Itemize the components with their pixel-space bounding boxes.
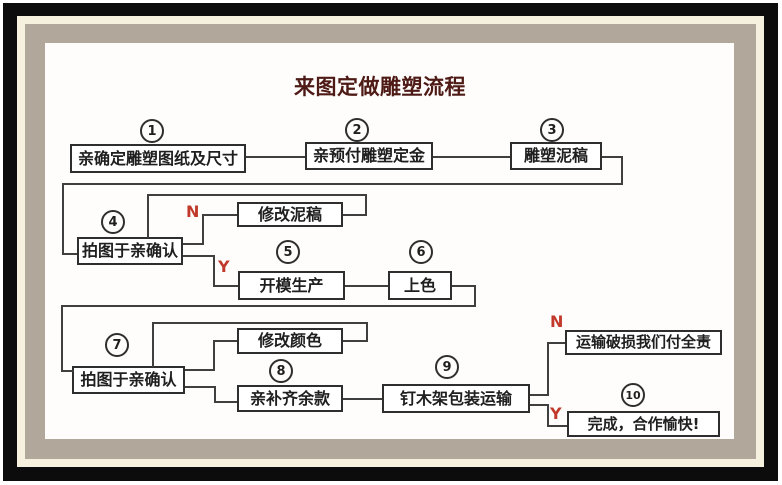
connector bbox=[343, 214, 367, 216]
step-number-2: 2 bbox=[345, 118, 369, 142]
connector bbox=[213, 255, 215, 287]
connector bbox=[183, 255, 215, 257]
connector bbox=[61, 370, 74, 372]
step-number-5: 5 bbox=[276, 240, 300, 264]
connector bbox=[202, 214, 204, 245]
step-number-1: 1 bbox=[140, 119, 164, 143]
connector bbox=[213, 340, 237, 342]
connector bbox=[61, 305, 476, 307]
connector bbox=[474, 285, 476, 307]
flow-node-revise-clay: 修改泥稿 bbox=[237, 202, 343, 227]
connector bbox=[183, 243, 204, 245]
connector bbox=[246, 156, 305, 158]
flow-node-coloring: 上色 bbox=[388, 271, 452, 300]
diagram-title: 来图定做雕塑流程 bbox=[294, 75, 466, 99]
connector bbox=[147, 194, 367, 196]
flow-node-pay-deposit: 亲预付雕塑定金 bbox=[305, 142, 433, 170]
flow-node-mold-production: 开模生产 bbox=[238, 271, 345, 300]
flow-node-complete: 完成，合作愉快! bbox=[567, 411, 720, 437]
flow-node-pay-balance: 亲补齐余款 bbox=[237, 385, 343, 412]
flow-node-revise-color: 修改颜色 bbox=[237, 328, 343, 354]
connector bbox=[366, 322, 368, 342]
connector bbox=[547, 404, 549, 427]
step-number-6: 6 bbox=[409, 240, 433, 264]
connector bbox=[547, 342, 549, 396]
flow-node-packing-shipping: 钉木架包装运输 bbox=[382, 384, 530, 413]
connector bbox=[61, 305, 63, 372]
step-number-4: 4 bbox=[101, 210, 125, 234]
flow-node-confirm-drawing: 亲确定雕塑图纸及尺寸 bbox=[70, 144, 246, 173]
connector bbox=[214, 401, 237, 403]
connector bbox=[602, 156, 623, 158]
connector bbox=[147, 194, 149, 238]
connector bbox=[345, 285, 388, 287]
connector bbox=[62, 183, 64, 255]
flow-node-shipping-damage: 运输破损我们付全责 bbox=[565, 330, 722, 355]
branch-label-y1: Y bbox=[218, 257, 230, 276]
branch-label-y2: Y bbox=[550, 404, 562, 423]
connector bbox=[621, 156, 623, 185]
connector bbox=[433, 156, 510, 158]
step-number-3: 3 bbox=[540, 118, 564, 142]
step-number-8: 8 bbox=[269, 359, 293, 383]
flow-node-photo-confirm-2: 拍图于亲确认 bbox=[72, 366, 185, 394]
branch-label-n2: N bbox=[550, 312, 564, 331]
connector bbox=[530, 394, 549, 396]
branch-label-n1: N bbox=[186, 202, 200, 221]
connector bbox=[530, 404, 549, 406]
step-number-9: 9 bbox=[435, 355, 459, 379]
connector bbox=[152, 322, 154, 367]
connector bbox=[213, 285, 238, 287]
connector bbox=[547, 425, 567, 427]
connector bbox=[152, 322, 368, 324]
connector bbox=[202, 214, 237, 216]
step-number-10: 10 bbox=[621, 383, 645, 407]
connector bbox=[365, 194, 367, 216]
step-number-7: 7 bbox=[105, 333, 129, 357]
connector bbox=[547, 342, 565, 344]
connector bbox=[62, 253, 77, 255]
connector bbox=[214, 386, 216, 403]
flow-node-photo-confirm-1: 拍图于亲确认 bbox=[77, 237, 183, 265]
connector bbox=[62, 183, 623, 185]
flow-node-clay-draft: 雕塑泥稿 bbox=[510, 142, 602, 170]
connector bbox=[343, 398, 382, 400]
connector bbox=[452, 285, 476, 287]
connector bbox=[185, 386, 216, 388]
connector bbox=[343, 340, 368, 342]
connector bbox=[185, 369, 215, 371]
connector bbox=[213, 340, 215, 371]
